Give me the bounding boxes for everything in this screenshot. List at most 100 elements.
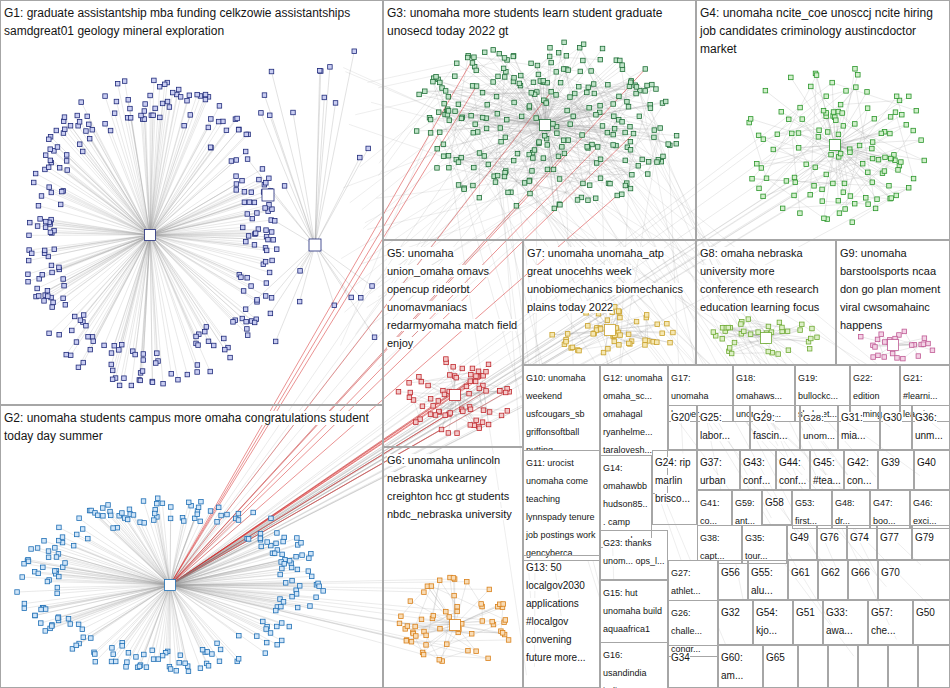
edge-line <box>349 124 474 167</box>
vertex-mark <box>64 352 69 357</box>
vertex-mark <box>245 327 250 332</box>
vertex-mark <box>465 55 470 60</box>
vertex-mark <box>255 634 259 639</box>
vertex-mark <box>485 103 490 108</box>
edge-line <box>826 91 846 96</box>
vertex-mark <box>750 176 755 181</box>
vertex-mark <box>441 142 446 147</box>
vertex-mark <box>206 339 211 344</box>
vertex-mark <box>247 200 252 205</box>
edge-line <box>95 513 170 585</box>
vertex-mark <box>630 173 635 178</box>
vertex-mark <box>761 137 766 142</box>
vertex-mark <box>469 113 474 118</box>
edge-line <box>170 330 616 585</box>
edge-line <box>150 147 211 235</box>
vertex-mark <box>446 153 451 158</box>
vertex-mark <box>512 100 517 105</box>
edge-line <box>150 235 257 300</box>
vertex-mark <box>264 640 269 645</box>
vertex-mark <box>126 651 131 656</box>
edge-line <box>28 235 150 282</box>
vertex-mark <box>511 158 516 163</box>
vertex-mark <box>150 379 155 384</box>
vertex-mark <box>462 187 467 192</box>
vertex-mark <box>646 172 651 177</box>
vertex-mark <box>40 272 45 277</box>
edge-line <box>362 56 550 209</box>
vertex-mark <box>824 172 829 177</box>
vertex-mark <box>914 108 919 113</box>
vertex-mark <box>549 89 554 94</box>
vertex-mark <box>221 119 226 124</box>
vertex-mark <box>274 247 279 252</box>
edge-line <box>464 71 580 189</box>
vertex-mark <box>185 372 190 377</box>
vertex-mark <box>789 75 794 80</box>
vertex-mark <box>228 355 233 360</box>
vertex-mark <box>763 88 768 93</box>
vertex-mark <box>888 131 893 136</box>
edge-line <box>143 235 150 354</box>
vertex-mark <box>48 158 53 163</box>
edge-line <box>150 233 256 235</box>
edge-line <box>49 167 150 235</box>
edge-line <box>421 382 444 395</box>
vertex-mark <box>888 115 893 120</box>
vertex-mark <box>477 151 482 156</box>
vertex-mark <box>43 219 48 224</box>
edge-line <box>81 102 150 235</box>
vertex-mark <box>594 113 599 118</box>
edge-line <box>150 235 210 372</box>
vertex-mark <box>112 343 117 348</box>
edge-line <box>757 145 835 164</box>
vertex-mark <box>270 258 275 263</box>
vertex-mark <box>804 162 809 167</box>
vertex-mark <box>471 183 476 188</box>
edge-line <box>506 171 921 565</box>
edge-line <box>150 235 241 277</box>
edge-line <box>170 345 645 585</box>
vertex-mark <box>628 186 633 191</box>
vertex-mark <box>882 169 887 174</box>
edge-line <box>150 235 272 260</box>
edge-line <box>547 128 657 162</box>
vertex-mark <box>81 360 86 365</box>
edge-line <box>55 548 170 585</box>
vertex-mark <box>888 156 893 161</box>
vertex-mark <box>558 203 563 208</box>
vertex-mark <box>154 361 159 366</box>
vertex-mark <box>42 299 47 304</box>
edge-line <box>150 234 255 236</box>
edge-line <box>72 235 150 330</box>
vertex-mark <box>565 108 570 113</box>
vertex-mark <box>290 594 295 599</box>
vertex-mark <box>836 198 841 203</box>
vertex-mark <box>244 132 249 137</box>
edge-line <box>835 145 898 170</box>
vertex-mark <box>204 325 209 330</box>
vertex-mark <box>36 294 41 299</box>
vertex-mark <box>27 233 32 238</box>
vertex-mark <box>93 659 98 664</box>
vertex-mark <box>33 613 38 618</box>
vertex-mark <box>441 154 446 159</box>
vertex-mark <box>612 126 617 131</box>
vertex-mark <box>109 351 114 356</box>
vertex-mark <box>63 127 67 132</box>
vertex-mark <box>556 50 561 55</box>
edge-line <box>360 54 499 167</box>
vertex-mark <box>434 74 439 79</box>
edge-line <box>140 235 150 380</box>
vertex-mark <box>56 615 61 620</box>
edge-line <box>150 129 239 235</box>
vertex-mark <box>155 496 160 501</box>
vertex-mark <box>209 146 214 151</box>
vertex-mark <box>264 281 269 286</box>
edge-line <box>150 235 235 320</box>
edge-line <box>51 235 150 265</box>
vertex-mark <box>26 279 31 284</box>
vertex-mark <box>101 514 106 519</box>
